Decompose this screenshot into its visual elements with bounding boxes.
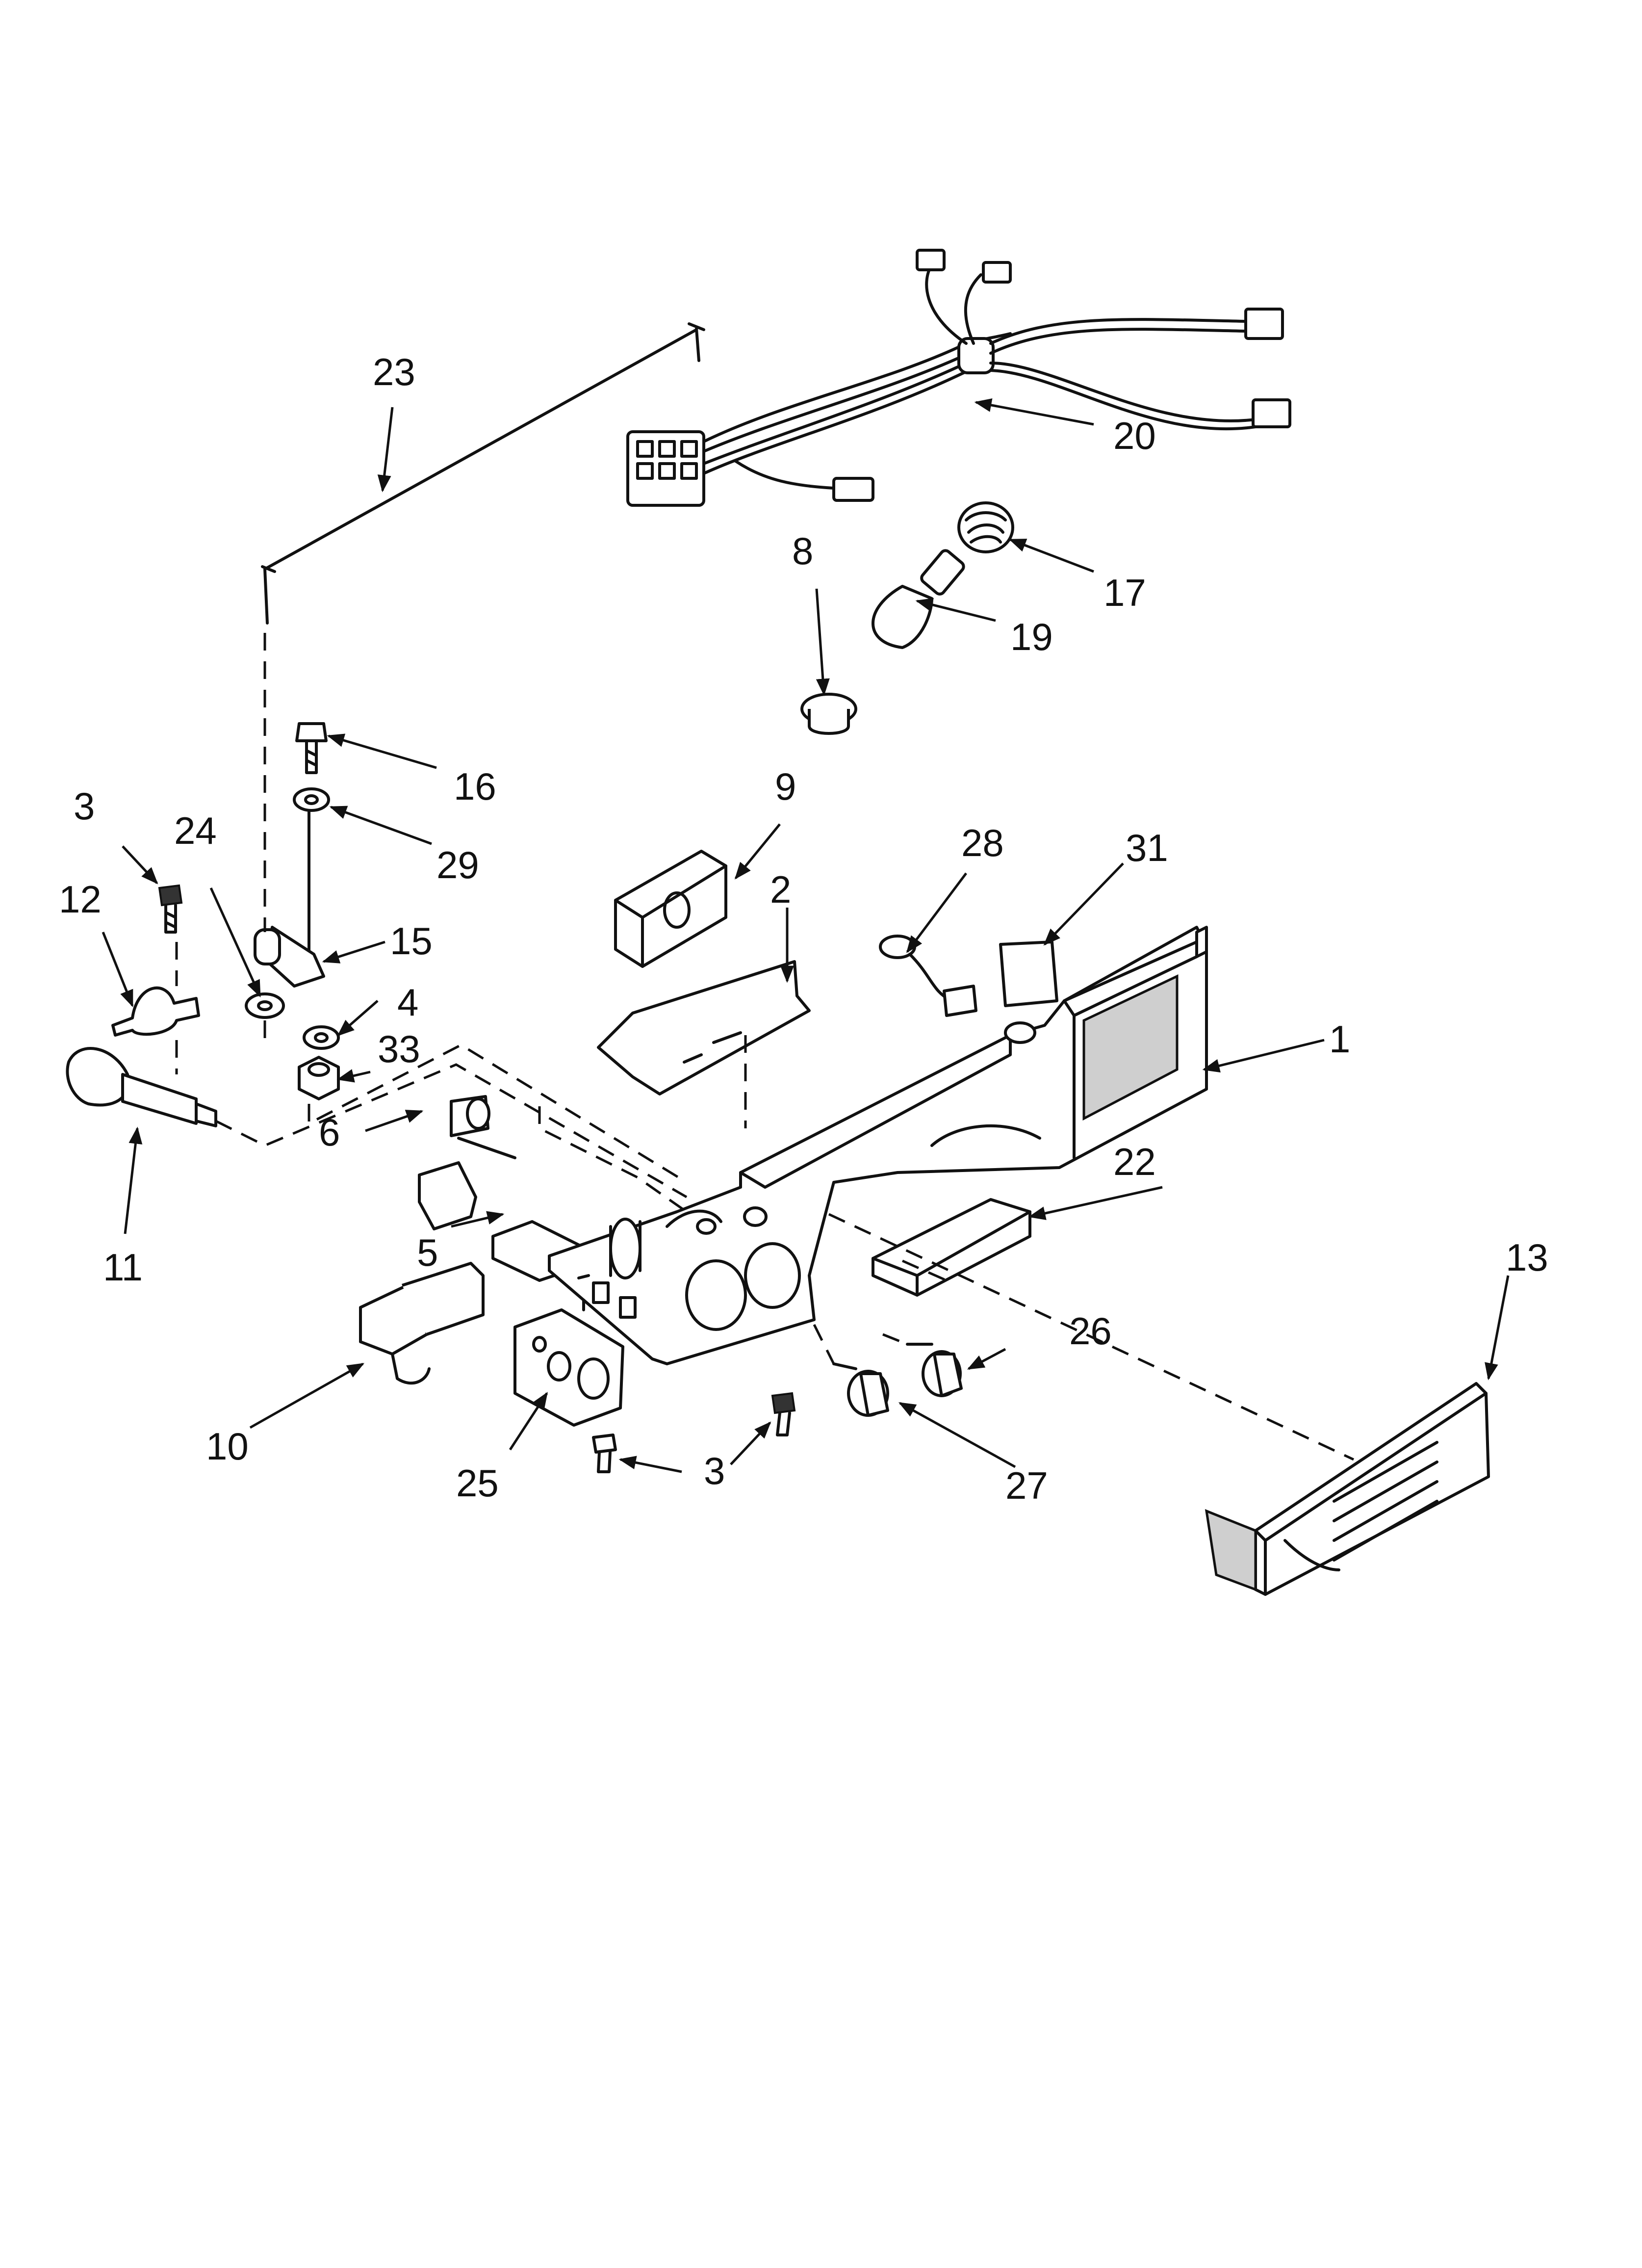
callout-13: 13 <box>1506 1236 1548 1279</box>
part-25-overlay <box>513 1308 624 1427</box>
callout-20: 20 <box>1113 414 1156 457</box>
callout-10: 10 <box>206 1425 249 1468</box>
callout-25: 25 <box>456 1461 499 1505</box>
callout-6: 6 <box>319 1111 340 1154</box>
leader-arrows <box>102 398 1510 1473</box>
callout-3: 3 <box>74 784 95 828</box>
part-15-link-arm <box>254 810 325 988</box>
callout-29: 29 <box>436 843 479 886</box>
part-12-clamp <box>111 986 200 1037</box>
part-16-screw <box>295 722 328 774</box>
callout-12: 12 <box>59 878 102 921</box>
part-1-housing <box>548 926 1208 1365</box>
callout-8: 8 <box>792 529 813 573</box>
callout-22: 22 <box>1113 1140 1156 1183</box>
callout-31: 31 <box>1126 826 1168 869</box>
callout-9: 9 <box>775 765 796 808</box>
part-22-shield <box>872 1198 1031 1297</box>
part-3-screw-upper <box>158 884 183 934</box>
part-10-bracket <box>359 1262 485 1385</box>
part-17-lamp-socket <box>957 501 1014 553</box>
part-13-grille <box>1205 1382 1490 1596</box>
callout-11: 11 <box>103 1246 143 1289</box>
callout-1: 1 <box>1329 1017 1350 1061</box>
part-24-washer <box>245 992 285 1019</box>
part-8-plug <box>800 693 857 735</box>
callout-17: 17 <box>1103 571 1146 614</box>
callout-2: 2 <box>770 868 791 911</box>
part-9-bracket <box>614 850 727 968</box>
part-26-knob <box>906 1343 963 1397</box>
callout-labels: 1 2 3 3 4 5 6 8 9 10 11 12 13 15 16 17 1… <box>59 350 1548 1507</box>
part-screw-25 <box>592 1434 617 1473</box>
part-23-rod <box>261 322 705 625</box>
part-33-nut <box>298 1056 340 1100</box>
callout-23: 23 <box>373 350 415 393</box>
callout-33: 33 <box>378 1027 420 1070</box>
part-4-washer <box>303 1025 340 1050</box>
callout-5: 5 <box>417 1231 438 1274</box>
part-19-light-bulb <box>872 549 965 649</box>
part-2-plate <box>597 960 811 1095</box>
part-20-wire-harness <box>626 249 1291 507</box>
part-27-knob <box>832 1362 889 1417</box>
callout-27: 27 <box>1005 1464 1048 1507</box>
part-6-switch <box>418 1095 516 1230</box>
dashed-guides <box>175 633 1355 1461</box>
callout-26: 26 <box>1069 1309 1112 1353</box>
callout-4: 4 <box>397 981 418 1024</box>
part-29-washer <box>293 787 330 812</box>
callout-19: 19 <box>1010 615 1053 658</box>
callout-15: 15 <box>390 919 433 963</box>
callout-3: 3 <box>704 1449 725 1492</box>
part-28-sensor <box>879 935 977 1017</box>
part-11-shaft <box>66 1047 217 1127</box>
part-3-screw-lower <box>771 1392 796 1436</box>
callout-24: 24 <box>174 809 217 852</box>
callout-28: 28 <box>961 821 1004 864</box>
part-31-tape <box>999 940 1058 1007</box>
callout-16: 16 <box>454 765 496 808</box>
